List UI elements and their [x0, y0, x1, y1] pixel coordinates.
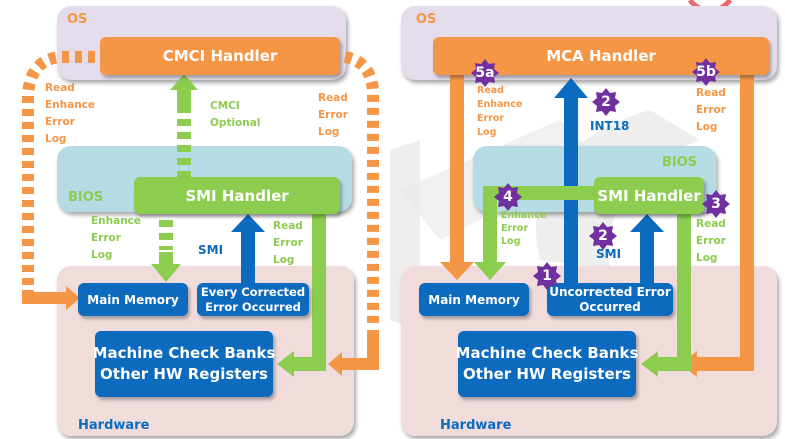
step-number: 5b [696, 64, 716, 80]
main-memory-right: Main Memory [419, 283, 529, 316]
green-arrow-read-error-log [641, 210, 691, 377]
step-badge-3: 3 [702, 190, 730, 218]
smi-handler-right: SMI Handler [594, 177, 704, 214]
star-icon [692, 58, 720, 86]
green-dashed-arrow-cmci-optional [170, 74, 198, 178]
step-number: 2 [601, 94, 611, 110]
uncorrected-error-box: Uncorrected Error Occurred [547, 283, 673, 316]
star-icon [589, 222, 617, 250]
int18-label: INT18 [590, 119, 630, 133]
step-badge-2-smi: 2 [589, 222, 617, 250]
machine-check-banks-right: Machine Check Banks Other HW Registers [456, 331, 638, 397]
star-icon [533, 262, 561, 290]
step-number: 3 [711, 196, 721, 212]
read-enhance-error-log-label: Read Enhance Error Log [45, 82, 96, 145]
green-arrow-read-error-log [277, 210, 326, 377]
orange-dashed-arrow-right [328, 51, 379, 376]
hardware-layer-label: Hardware [440, 418, 512, 433]
hardware-layer-label: Hardware [78, 418, 150, 433]
os-layer-label: OS [67, 12, 88, 27]
smi-handler-left: SMI Handler [134, 177, 340, 214]
enhance-error-log-label: Enhance Error Log [501, 210, 547, 247]
os-layer-label: OS [416, 12, 437, 27]
orange-arrow-read-enhance-log [440, 72, 474, 280]
bios-layer-label: BIOS [662, 155, 698, 170]
blue-arrow-int18 [554, 78, 588, 288]
green-dashed-arrow-enhance-log [151, 220, 181, 282]
read-enhance-error-log-label: Read Enhance Error Log [477, 85, 523, 138]
machine-check-banks-left: Machine Check Banks Other HW Registers [93, 331, 275, 397]
star-icon [592, 88, 620, 116]
bios-layer-label: BIOS [68, 190, 104, 205]
step-number: 5a [475, 65, 495, 81]
cmci-handler: CMCI Handler [100, 37, 340, 75]
star-icon [494, 183, 522, 211]
step-badge-5b: 5b [692, 58, 720, 86]
step-number: 2 [598, 228, 608, 244]
enhance-error-log-label: Enhance Error Log [91, 215, 142, 261]
step-badge-5a: 5a [471, 59, 499, 87]
read-error-log-bios-label: Read Error Log [696, 218, 726, 264]
every-corrected-error-box: Every Corrected Error Occurred [197, 283, 309, 316]
star-icon [471, 59, 499, 87]
smi-label-left: SMI [198, 243, 224, 257]
step-number: 4 [503, 189, 513, 205]
blue-arrow-smi [630, 214, 664, 285]
read-error-log-bios-label: Read Error Log [273, 220, 303, 266]
cmci-optional-label: CMCI Optional [210, 100, 261, 129]
read-error-log-os-label: Read Error Log [318, 92, 348, 138]
smi-label-right: SMI [596, 247, 622, 261]
main-memory-left: Main Memory [78, 283, 188, 316]
step-number: 1 [542, 268, 552, 284]
star-icon [702, 190, 730, 218]
read-error-log-os-label: Read Error Log [696, 87, 726, 133]
blue-arrow-smi [231, 214, 265, 285]
orange-dashed-arrow-left [22, 51, 95, 310]
step-badge-4: 4 [494, 183, 522, 211]
step-badge-2-int18: 2 [592, 88, 620, 116]
step-badge-1: 1 [533, 262, 561, 290]
green-arrow-enhance-log [474, 186, 600, 280]
